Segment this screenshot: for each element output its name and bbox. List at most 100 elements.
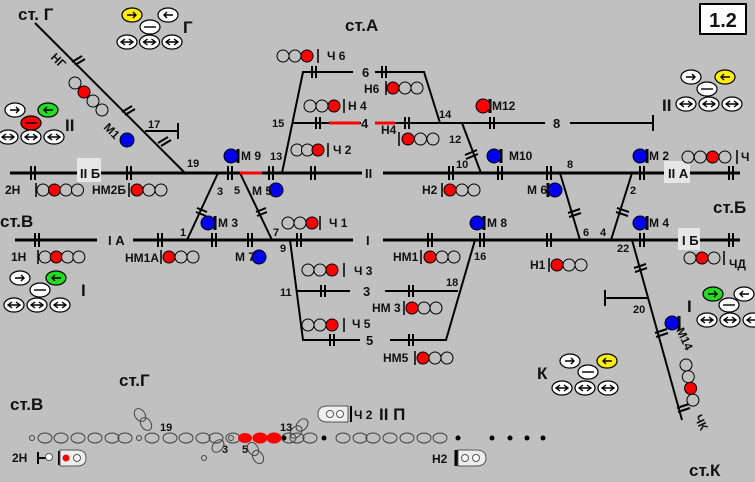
arrow-icon (602, 357, 612, 365)
signal-lamp (313, 263, 327, 277)
signal-label: НМ1 (393, 250, 419, 264)
indicator-panel-1[interactable]: Г (116, 7, 193, 50)
signal-label: М 6 (527, 183, 547, 197)
signal-label: Н4 (381, 123, 397, 137)
signal-14[interactable]: Н4 (381, 123, 440, 146)
indicator-panel-3[interactable]: I (3, 270, 86, 313)
strip-switch (139, 417, 153, 431)
signal-lamp (447, 250, 461, 264)
signal-28[interactable]: Н1 (530, 258, 588, 272)
insulating-joints (30, 55, 734, 413)
strip-switch (133, 408, 147, 422)
signal-lamp (401, 132, 415, 146)
signal-11[interactable]: Ч 2 (290, 143, 352, 157)
signal-1[interactable]: НГ (48, 50, 109, 117)
signal-4[interactable]: НМ2Б (92, 183, 168, 197)
signal-lamp (130, 183, 144, 197)
signal-27[interactable]: НМ1 (393, 250, 461, 264)
signal-label: ЧД (729, 257, 746, 271)
signal-16[interactable]: Н2 (422, 183, 481, 197)
signal-label: М10 (509, 149, 533, 163)
signal-29[interactable]: НМ 3 (372, 301, 443, 315)
signal-lamp (423, 250, 437, 264)
signal-lamp (429, 301, 443, 315)
switch-9: 9 (280, 243, 286, 255)
signal-lamp (186, 250, 200, 264)
track-label-3: 3 (363, 284, 370, 299)
signal-lamp (426, 132, 440, 146)
strip-section (104, 432, 120, 444)
signal-15[interactable]: М10 (486, 148, 533, 164)
track-label-IB: I Б (682, 233, 699, 248)
indicator-panel-5[interactable]: I (687, 286, 755, 328)
signal-lamp (268, 182, 284, 198)
signal-lamp (410, 81, 424, 95)
signal-post (37, 451, 60, 465)
arrow-icon (724, 100, 740, 108)
signal-lamp (59, 183, 73, 197)
signal-32[interactable]: М14 (664, 315, 696, 353)
signal-9[interactable]: Н6 (364, 81, 424, 96)
arrow-icon (119, 38, 135, 46)
strip-section (289, 432, 305, 444)
signal-lamp (301, 263, 315, 277)
signal-label: ЧК (691, 412, 711, 433)
indicator-panel-4[interactable]: II (662, 69, 743, 115)
signal-label: Ч 3 (354, 264, 373, 278)
signal-2[interactable]: М1 (101, 120, 135, 148)
strip-section (162, 432, 178, 444)
signal-5[interactable]: М 9 (223, 148, 261, 164)
signal-23[interactable]: НМ1А (125, 250, 200, 265)
station-g-top: ст. Г (18, 5, 54, 24)
bottom-overview: 19 3 5 13 Ч 2 2Н Н2 (12, 405, 546, 467)
signal-lamp (475, 98, 491, 114)
signal-6[interactable]: М 5 (252, 182, 284, 198)
signal-30[interactable]: НМ5 (383, 351, 454, 365)
arrow-icon (0, 133, 16, 141)
station-v: ст.В (0, 212, 33, 231)
arrow-icon (565, 357, 575, 365)
signal-20[interactable]: М 8 (469, 215, 507, 231)
signal-10[interactable]: Н 4 (303, 99, 367, 113)
signal-label: Н6 (364, 82, 380, 96)
signal-21[interactable]: М 4 (632, 215, 669, 231)
signal-lamp (142, 183, 156, 197)
signal-17[interactable]: М 6 (527, 182, 563, 198)
signal-13[interactable]: М12 (475, 98, 516, 114)
signal-18[interactable]: М 2 (632, 148, 669, 164)
signal-label: М 4 (649, 216, 669, 230)
signal-12[interactable]: Ч 1 (281, 216, 348, 230)
strip-node (281, 435, 287, 441)
signal-7[interactable]: М 3 (200, 215, 238, 231)
panel-label: I (81, 281, 86, 300)
track-label-5: 5 (366, 333, 373, 348)
signal-lamp (686, 393, 700, 407)
signal-lamp (281, 216, 295, 230)
strip-node (524, 435, 530, 441)
switch-8: 8 (567, 159, 573, 171)
indicator-panel-6[interactable]: К (537, 353, 619, 396)
signal-26[interactable]: Ч 5 (301, 317, 371, 332)
strip-section (416, 432, 432, 444)
signal-lamp (693, 150, 707, 164)
signal-25[interactable]: Ч 3 (301, 263, 373, 278)
signal-label: НМ1А (125, 251, 159, 265)
signal-3[interactable]: 2Н (5, 183, 84, 197)
signal-33[interactable]: ЧК (679, 358, 711, 433)
indicator-panel-2[interactable]: II (0, 102, 74, 145)
signal-31[interactable]: ЧД (683, 251, 746, 271)
signal-label: Ч 2 (333, 143, 352, 157)
strip-section (70, 432, 86, 444)
lamp (45, 453, 53, 461)
signal-8[interactable]: Ч 6 (276, 49, 346, 63)
signal-lamp (315, 99, 329, 113)
arrow-icon (722, 316, 738, 324)
signal-lamp (679, 358, 693, 372)
signal-label: Н2 (422, 183, 438, 197)
signal-label: М 2 (649, 149, 669, 163)
signal-lamp (325, 263, 339, 277)
signal-lamp (416, 351, 430, 365)
signal-24[interactable]: М 7 (235, 249, 267, 265)
signal-19[interactable]: Ч (681, 150, 749, 164)
signal-22[interactable]: 1Н (11, 250, 86, 264)
